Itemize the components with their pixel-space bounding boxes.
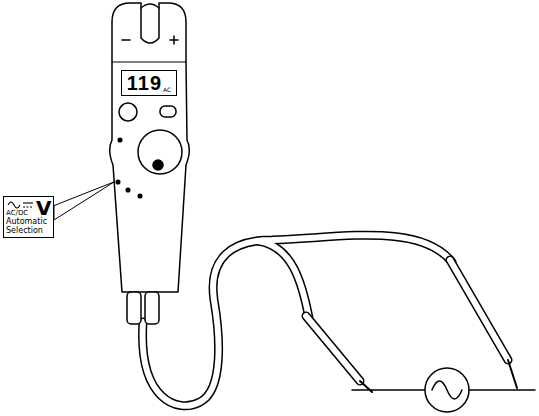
display-unit: AC	[163, 86, 171, 93]
callout-text: Automatic Selection	[6, 217, 51, 235]
mode-row: AC/DCV	[6, 199, 51, 217]
tester-body	[110, 3, 190, 324]
callout-pointer	[54, 182, 114, 220]
lcd-display: 119AC	[121, 70, 177, 96]
mode-column: AC/DC	[6, 200, 34, 217]
buttons-and-knob	[116, 103, 182, 198]
ac-dc-symbols	[6, 200, 34, 209]
test-lead-cable	[143, 235, 452, 406]
voltage-symbol: V	[36, 199, 51, 217]
mode-label: AC/DC	[6, 209, 34, 217]
ac-source-symbol	[352, 368, 535, 412]
test-probe	[306, 260, 517, 392]
callout-box: AC/DCVAutomatic Selection	[3, 196, 54, 238]
display-reading: 119	[127, 73, 162, 93]
